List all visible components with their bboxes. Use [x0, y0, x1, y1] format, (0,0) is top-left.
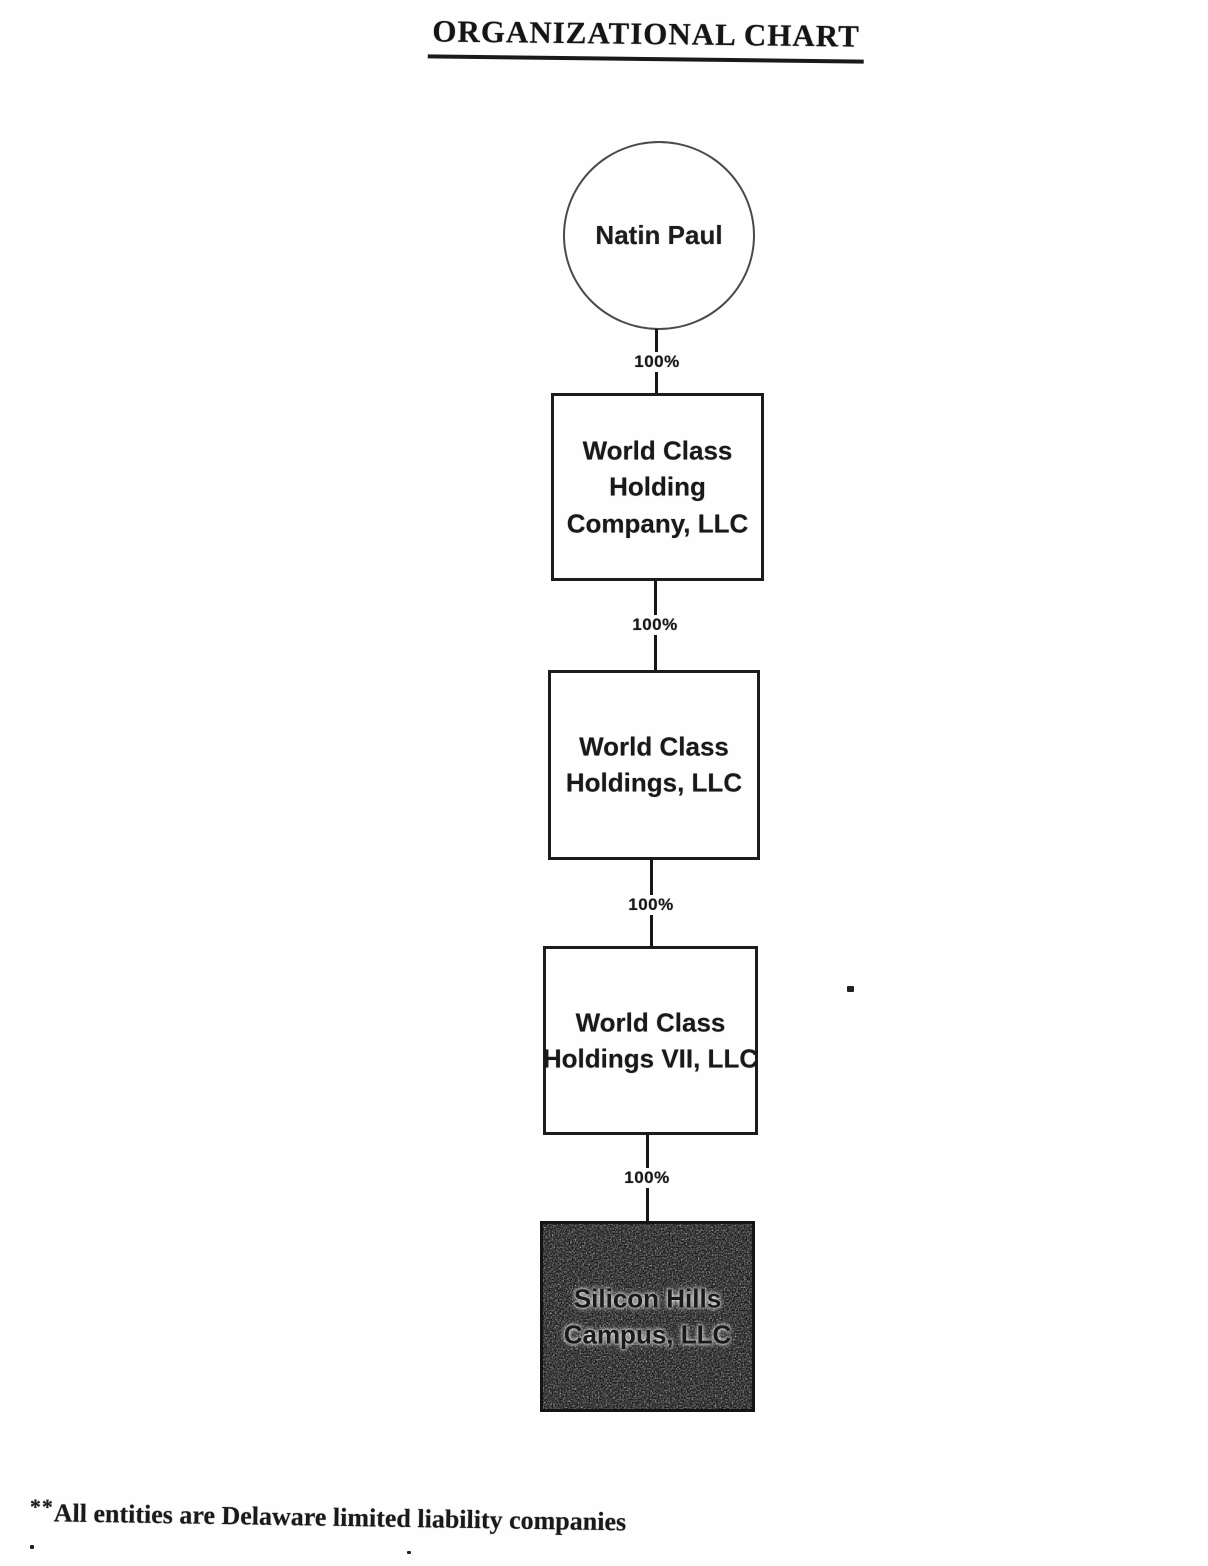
footnote: **All entities are Delaware limited liab…	[30, 1494, 627, 1537]
footnote-text: All entities are Delaware limited liabil…	[53, 1498, 627, 1537]
org-node-world-class-holdings: World Class Holdings, LLC	[548, 670, 760, 860]
footnote-marker: **	[29, 1494, 55, 1520]
org-node-label: World Class Holdings, LLC	[565, 731, 743, 798]
org-node-label: World Class Holdings VII, LLC	[542, 1007, 759, 1074]
org-node-label: Silicon Hills Campus, LLC	[563, 1283, 732, 1350]
org-node-label: Natin Paul	[595, 220, 723, 250]
shaded-texture	[543, 1224, 752, 1409]
ownership-percentage-label: 100%	[624, 615, 686, 635]
ownership-percentage-label: 100%	[616, 1168, 678, 1188]
org-node-natin-paul: Natin Paul	[563, 141, 755, 330]
org-node-world-class-holdings-vii: World Class Holdings VII, LLC	[543, 946, 758, 1135]
org-node-world-class-holding-company: World Class Holding Company, LLC	[551, 393, 764, 581]
scan-artifact	[30, 1545, 34, 1549]
scan-artifact	[407, 1551, 411, 1554]
ownership-percentage-label: 100%	[620, 895, 682, 915]
page-title: ORGANIZATIONAL CHART	[427, 13, 865, 64]
org-node-silicon-hills-campus: Silicon Hills Campus, LLC	[540, 1221, 755, 1412]
ownership-percentage-label: 100%	[626, 352, 688, 372]
scan-artifact	[847, 986, 854, 992]
org-node-label: World Class Holding Company, LLC	[566, 435, 749, 539]
